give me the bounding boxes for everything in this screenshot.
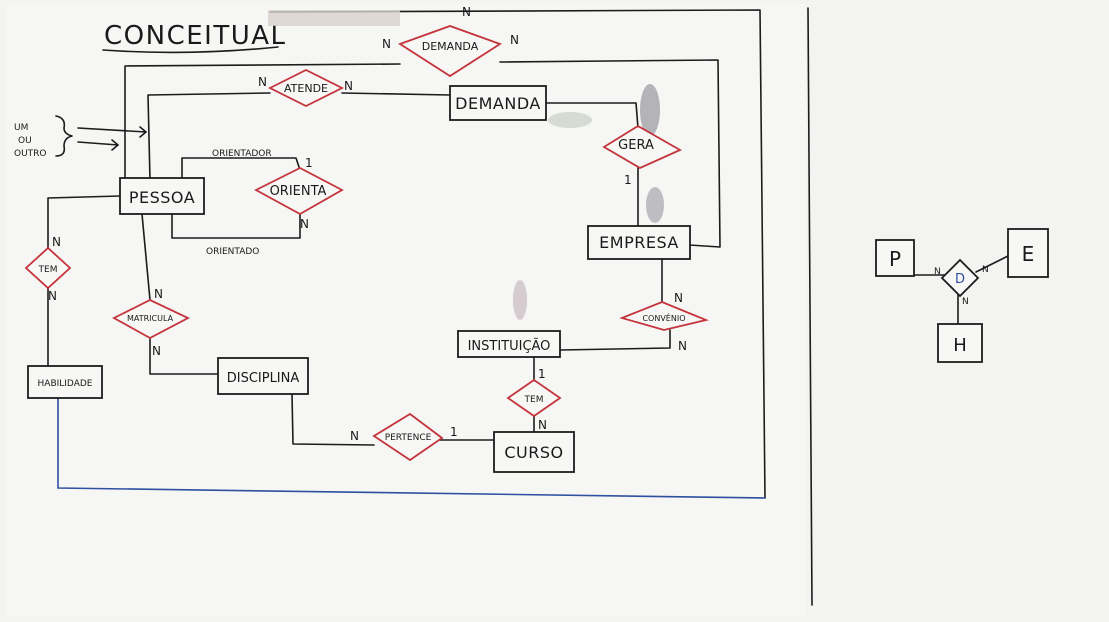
ternary-entity-e [1007, 228, 1049, 278]
rel-matricula-label: MATRICULA [127, 314, 174, 323]
card-orienta-orientador: 1 [305, 156, 313, 170]
card-convenio-instituicao: N [678, 339, 687, 353]
card-convenio-empresa: N [674, 291, 683, 305]
ternary-card-p: N [934, 267, 941, 277]
entity-curso-label: CURSO [504, 443, 563, 462]
line-pessoa-atende [147, 92, 271, 181]
card-tem-instituicao: 1 [538, 367, 546, 381]
smudge [513, 280, 527, 320]
card-pertence-curso: 1 [450, 425, 458, 439]
smudge [646, 187, 664, 223]
rel-demanda-top-label: DEMANDA [422, 40, 479, 53]
page-title: CONCEITUAL [104, 21, 287, 51]
ternary-line-e [975, 255, 1009, 273]
line-convenio-instituicao [559, 329, 671, 351]
entity-disciplina-label: DISCIPLINA [227, 371, 300, 386]
card-matricula-pessoa: N [154, 287, 163, 301]
entity-demanda-label: DEMANDA [455, 94, 541, 113]
title-underline [102, 46, 279, 54]
card-atende-demanda: N [344, 79, 353, 93]
annotation-arrowhead-2 [111, 139, 119, 151]
entity-habilidade-label: HABILIDADE [38, 379, 93, 389]
entity-empresa [587, 225, 691, 260]
card-demanda-top-empresa: N [510, 33, 519, 47]
rel-tem-curso-label: TEM [524, 395, 544, 405]
panel-divider [807, 7, 813, 606]
smudge [640, 84, 660, 136]
rel-pertence [372, 412, 444, 462]
rel-gera-label: GERA [618, 138, 654, 153]
annotation-arrow-1 [77, 127, 147, 133]
role-orientado-label: ORIENTADO [206, 247, 259, 257]
line-matricula-disciplina [149, 337, 219, 375]
entity-pessoa [119, 177, 205, 215]
rel-atende [267, 68, 345, 108]
redacted-area [268, 10, 400, 26]
line-pessoa-matricula [141, 213, 151, 301]
entity-disciplina [217, 357, 309, 395]
card-orienta-orientado: N [300, 217, 309, 231]
annotation-line-3: OUTRO [14, 149, 47, 159]
annotation-arrow-2 [77, 141, 119, 146]
entity-curso [493, 431, 575, 473]
line-atende-demanda [341, 92, 451, 96]
ternary-entity-e-label: E [1022, 242, 1035, 266]
rel-tem-curso [506, 378, 562, 418]
rel-orienta [254, 166, 344, 216]
card-tem-pessoa: N [52, 235, 61, 249]
ternary-entity-h-label: H [953, 335, 967, 356]
left-panel [6, 4, 806, 616]
line-disciplina-pertence [291, 393, 375, 446]
annotation-line-2: OU [18, 136, 32, 146]
line-demanda-gera [545, 102, 639, 129]
line-demanda-top-empresa [499, 59, 721, 248]
card-pessoa-demanda-top: N [382, 37, 391, 51]
rel-tem-habilidade [24, 246, 72, 290]
ternary-entity-p-label: P [889, 247, 901, 271]
entity-demanda [449, 85, 547, 121]
line-pessoa-orienta-bottom [171, 213, 301, 239]
annotation-brace [55, 115, 73, 157]
rel-tem-habilidade-label: TEM [38, 265, 58, 275]
rel-gera [602, 124, 682, 170]
annotation-line-1: UM [14, 123, 28, 133]
card-gera-empresa: 1 [624, 173, 632, 187]
ternary-entity-h [937, 323, 983, 363]
ternary-card-h: N [962, 297, 969, 307]
entity-pessoa-label: PESSOA [129, 188, 195, 207]
line-pessoa-orienta-top [181, 157, 301, 181]
role-orientador-label: ORIENTADOR [212, 149, 272, 159]
card-matricula-disciplina: N [152, 344, 161, 358]
card-tem-curso: N [538, 418, 547, 432]
rel-convenio [619, 301, 709, 331]
ternary-entity-p [875, 239, 915, 277]
rel-convenio-label: CONVÊNIO [642, 312, 685, 323]
rel-orienta-label: ORIENTA [270, 184, 327, 199]
rel-demanda-top [397, 25, 503, 78]
line-pessoa-tem [47, 195, 121, 249]
entity-habilidade [27, 365, 103, 399]
outer-frame-bottom [57, 398, 766, 499]
rel-atende-label: ATENDE [284, 82, 328, 95]
ternary-relationship-label: D [955, 272, 965, 287]
entity-instituicao [457, 330, 561, 358]
entity-empresa-label: EMPRESA [599, 233, 679, 252]
card-tem-habilidade: N [48, 289, 57, 303]
entity-instituicao-label: INSTITUIÇÃO [468, 338, 551, 354]
annotation-arrowhead-1 [139, 126, 147, 138]
rel-pertence-label: PERTENCE [385, 433, 432, 443]
rel-matricula [112, 298, 191, 340]
card-atende-pessoa: N [258, 75, 267, 89]
outer-frame-top [269, 9, 766, 499]
smudge [548, 112, 592, 128]
card-demanda-top-upper: N [462, 5, 471, 19]
ternary-card-e: N [982, 265, 989, 275]
card-pertence-disciplina: N [350, 429, 359, 443]
ternary-relationship [940, 258, 980, 298]
line-pessoa-demanda-top [124, 63, 401, 179]
